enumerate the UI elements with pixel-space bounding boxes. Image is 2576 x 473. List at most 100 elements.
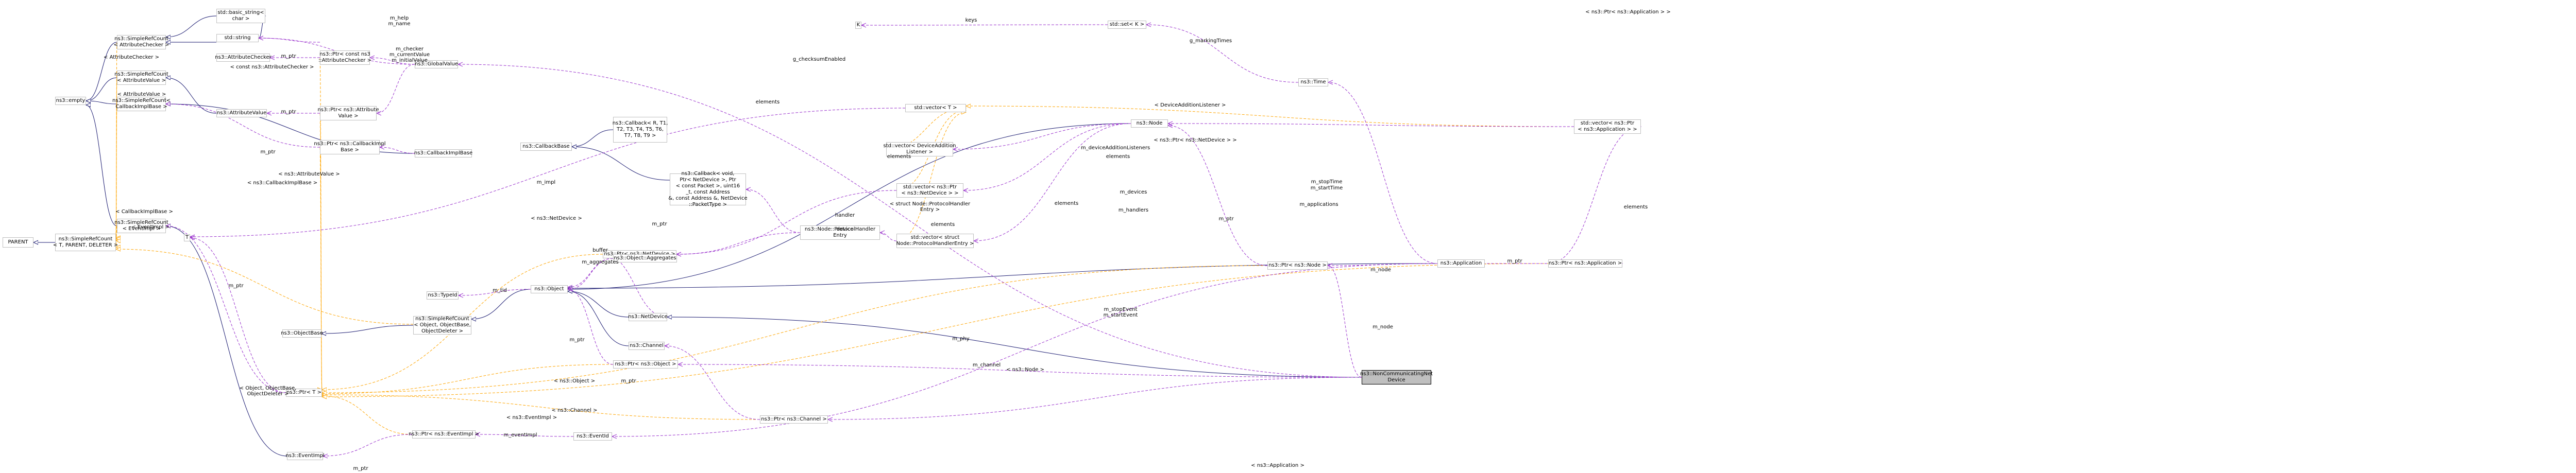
class-node-empty[interactable]: ns3::empty: [55, 97, 86, 105]
class-node-line: PARENT: [8, 239, 28, 245]
class-node-srcAttrChecker[interactable]: ns3::SimpleRefCount< AttributeChecker >: [114, 35, 169, 49]
template-edge: [966, 106, 1574, 127]
class-node-srcObject[interactable]: ns3::SimpleRefCount< Object, ObjectBase,…: [413, 316, 471, 335]
class-node-line: ns3::SimpleRefCount<: [112, 98, 171, 103]
inheritance-edge: [166, 226, 287, 457]
class-node-callbackBase[interactable]: ns3::CallbackBase: [520, 143, 572, 151]
usage-edge: [458, 64, 1362, 378]
class-node-ptrApp[interactable]: ns3::Ptr< ns3::Application >: [1548, 259, 1622, 268]
class-node-line: char >: [232, 16, 250, 22]
edge-label-lbl-ns3Node: < ns3::Node >: [1006, 367, 1044, 373]
usage-edge: [953, 123, 1131, 149]
class-node-eventImpl[interactable]: ns3::EventImpl: [285, 452, 325, 460]
edge-label-g-markingTimes: g_markingTimes: [1189, 38, 1232, 44]
class-node-objectAggregates[interactable]: ns3::Object::Aggregates: [613, 254, 677, 262]
class-node-ptrConstChecker[interactable]: ns3::Ptr< const ns3::AttributeChecker >: [318, 50, 371, 65]
class-node-line: ns3::Object: [534, 286, 564, 292]
class-node-application[interactable]: ns3::Application: [1437, 259, 1485, 268]
edge-label-m-node-focus: m_node: [1372, 324, 1393, 330]
inheritance-edge: [86, 101, 117, 104]
usage-edge: [746, 189, 801, 233]
class-node-objectBase[interactable]: ns3::ObjectBase: [281, 329, 323, 338]
usage-edge: [190, 108, 906, 237]
class-node-line: ns3::empty: [56, 98, 86, 103]
edge-label-m-startEvent: m_startEvent: [1103, 312, 1138, 318]
class-node-setK[interactable]: std::set< K >: [1108, 21, 1146, 29]
class-node-srcEventImpl[interactable]: ns3::SimpleRefCount< EventImpl >: [114, 219, 168, 233]
edge-label-lbl-ns3Object: < ns3::Object >: [553, 378, 596, 384]
edge-label-lbl-constAttrChecker: < const ns3::AttributeChecker >: [230, 64, 314, 70]
class-node-callbackImplBase[interactable]: ns3::CallbackImplBase: [414, 149, 473, 157]
class-node-tT[interactable]: T: [184, 234, 190, 241]
class-node-attrChecker[interactable]: ns3::AttributeChecker: [215, 54, 272, 62]
class-node-ptrEventImpl[interactable]: ns3::Ptr< ns3::EventImpl >: [409, 430, 479, 439]
class-node-callbackVoid[interactable]: ns3::Callback< void,Ptr< NetDevice >, Pt…: [668, 171, 748, 207]
class-node-object[interactable]: ns3::Object: [531, 285, 568, 293]
usage-edge: [676, 190, 897, 254]
usage-edge: [1328, 266, 1362, 378]
edge-label-m-initialValue: m_initialValue: [392, 58, 428, 63]
template-edge: [320, 147, 322, 392]
class-node-node[interactable]: ns3::Node: [1131, 119, 1168, 128]
class-node-ptrNode[interactable]: ns3::Ptr< ns3::Node >: [1267, 261, 1328, 270]
class-node-ptrChannel[interactable]: ns3::Ptr< ns3::Channel >: [760, 415, 828, 424]
class-node-parent[interactable]: PARENT: [3, 237, 33, 248]
class-node-line: ns3::Callback< void,: [681, 171, 735, 177]
class-node-ptrT[interactable]: ns3::Ptr< T >: [286, 389, 322, 397]
class-node-line: ns3::CallbackBase: [522, 144, 570, 149]
class-node-line: Listener >: [906, 149, 933, 155]
class-node-srcTemplate[interactable]: ns3::SimpleRefCount< T, PARENT, DELETER …: [53, 234, 118, 251]
class-node-line: T7, T8, T9 >: [624, 133, 656, 138]
class-node-stdString[interactable]: std::string: [216, 34, 259, 42]
usage-edge: [166, 104, 320, 148]
class-node-channel[interactable]: ns3::Channel: [629, 342, 665, 350]
class-node-srcCallbackImpl[interactable]: ns3::SimpleRefCount<CallbackImplBase >: [112, 97, 171, 111]
class-node-line: ns3::EventImpl: [285, 453, 325, 459]
class-node-line: < Object, ObjectBase,: [414, 322, 471, 328]
edge-label-m-deviceAdditionListeners: m_deviceAdditionListeners: [1080, 145, 1150, 151]
class-node-line: ns3::CallbackImplBase: [414, 150, 473, 156]
class-node-time[interactable]: ns3::Time: [1298, 78, 1328, 86]
edge-label-lbl-ns3AppTop: < ns3::Ptr< ns3::Application > >: [1585, 9, 1671, 15]
class-node-vectorPtrNetDevice[interactable]: std::vector< ns3::Ptr< ns3::NetDevice > …: [896, 183, 963, 198]
class-node-line: Value >: [338, 113, 359, 119]
usage-edge: [974, 123, 1131, 241]
edge-label-elements-6: elements: [1106, 154, 1130, 160]
inheritance-edge: [471, 289, 531, 319]
class-node-srcAttrValue[interactable]: ns3::SimpleRefCount< AttributeValue >: [114, 71, 168, 85]
class-node-eventId[interactable]: ns3::EventId: [573, 432, 612, 441]
inheritance-edge: [572, 147, 670, 181]
class-node-vectorT[interactable]: std::vector< T >: [905, 104, 966, 112]
class-node-callbackT[interactable]: ns3::Callback< R, T1,T2, T3, T4, T5, T6,…: [612, 117, 668, 143]
class-node-line: std::vector< T >: [914, 105, 957, 111]
edge-label-lbl-ptrNetDevice: < ns3::Ptr< ns3::NetDevice > >: [1154, 137, 1237, 143]
inheritance-edge: [86, 105, 117, 226]
class-node-line: T2, T3, T4, T5, T6,: [617, 127, 664, 132]
usage-edge: [1548, 127, 1641, 264]
edge-label-m-ptr-eventimpl: m_ptr: [353, 466, 368, 471]
usage-edge: [166, 226, 286, 393]
template-edge: [322, 265, 1268, 393]
template-edge: [322, 263, 1549, 397]
inheritance-edge: [568, 291, 629, 346]
class-node-netDevice[interactable]: ns3::NetDevice: [628, 313, 668, 321]
class-node-line: &, const Address &, NetDevice: [668, 196, 748, 201]
class-node-line: < ns3::NetDevice > >: [901, 190, 959, 196]
class-node-ptrObject[interactable]: ns3::Ptr< ns3::Object >: [613, 360, 678, 369]
class-node-typeId[interactable]: ns3::TypeId: [427, 291, 459, 300]
class-node-basicString[interactable]: std::basic_string<char >: [216, 9, 265, 23]
class-node-globalValue[interactable]: ns3::GlobalValue: [415, 60, 458, 68]
class-node-line: ns3::Callback< R, T1,: [612, 120, 668, 126]
class-node-attrValue[interactable]: ns3::AttributeValue: [216, 109, 267, 117]
class-node-kNode[interactable]: K: [855, 22, 861, 29]
class-node-vectorPtrApp[interactable]: std::vector< ns3::Ptr< ns3::Application …: [1574, 119, 1641, 134]
class-node-line: K: [856, 22, 860, 28]
class-node-line: Base >: [341, 147, 359, 153]
